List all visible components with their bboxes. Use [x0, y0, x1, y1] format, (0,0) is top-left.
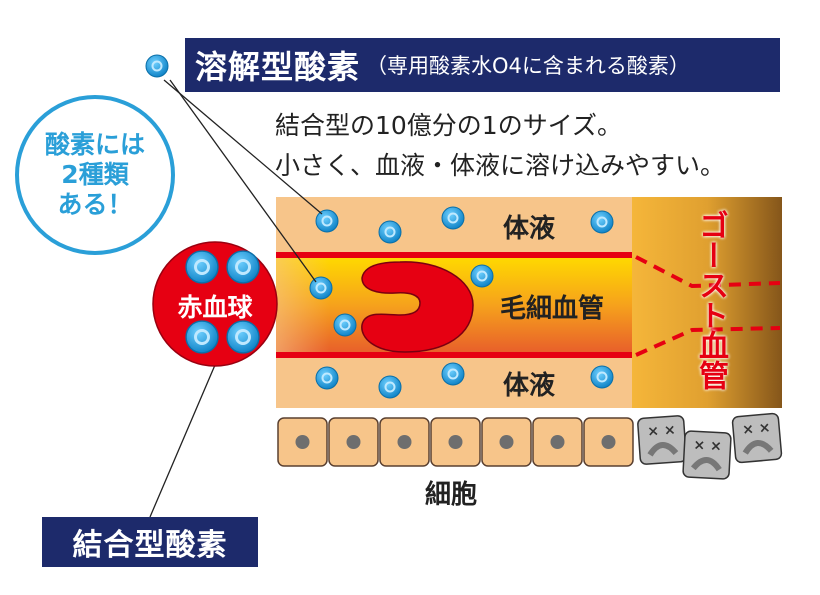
- body-fluid-bottom-label: 体液: [503, 371, 556, 401]
- dead-cells: [637, 413, 781, 479]
- capillary-wall-top: [276, 252, 632, 258]
- bubble-line-2: 2種類: [61, 160, 129, 189]
- cells-row: [277, 417, 634, 467]
- red-blood-cell-side: [361, 261, 474, 353]
- capillary-wall-bottom: [276, 352, 632, 358]
- description-line-2: 小さく、血液・体液に溶け込みやすい。: [275, 151, 726, 180]
- cells-label: 細胞: [425, 480, 478, 510]
- bubble-line-3: ある！: [57, 190, 133, 219]
- bound-oxygen-banner: 結合型酸素: [42, 517, 258, 567]
- capillary-label: 毛細血管: [500, 294, 605, 324]
- ghost-vessel-area: [632, 197, 782, 408]
- dissolved-oxygen-banner: 溶解型酸素 （専用酸素水O4に含まれる酸素）: [185, 38, 780, 92]
- ghost-vessel-label: ゴースト血管: [693, 210, 728, 390]
- dissolved-oxygen-subtitle: （専用酸素水O4に含まれる酸素）: [366, 54, 690, 78]
- two-types-bubble: 酸素には 2種類 ある！: [15, 95, 175, 255]
- dissolved-oxygen-title: 溶解型酸素: [195, 48, 361, 86]
- description-line-1: 結合型の10億分の1のサイズ。: [275, 111, 622, 140]
- legend-oxygen-icon: [145, 54, 169, 78]
- red-blood-cell-label: 赤血球: [177, 293, 253, 322]
- bubble-line-1: 酸素には: [44, 130, 145, 159]
- ghost-vessel-dashes: [635, 255, 781, 357]
- body-fluid-top-label: 体液: [503, 214, 556, 244]
